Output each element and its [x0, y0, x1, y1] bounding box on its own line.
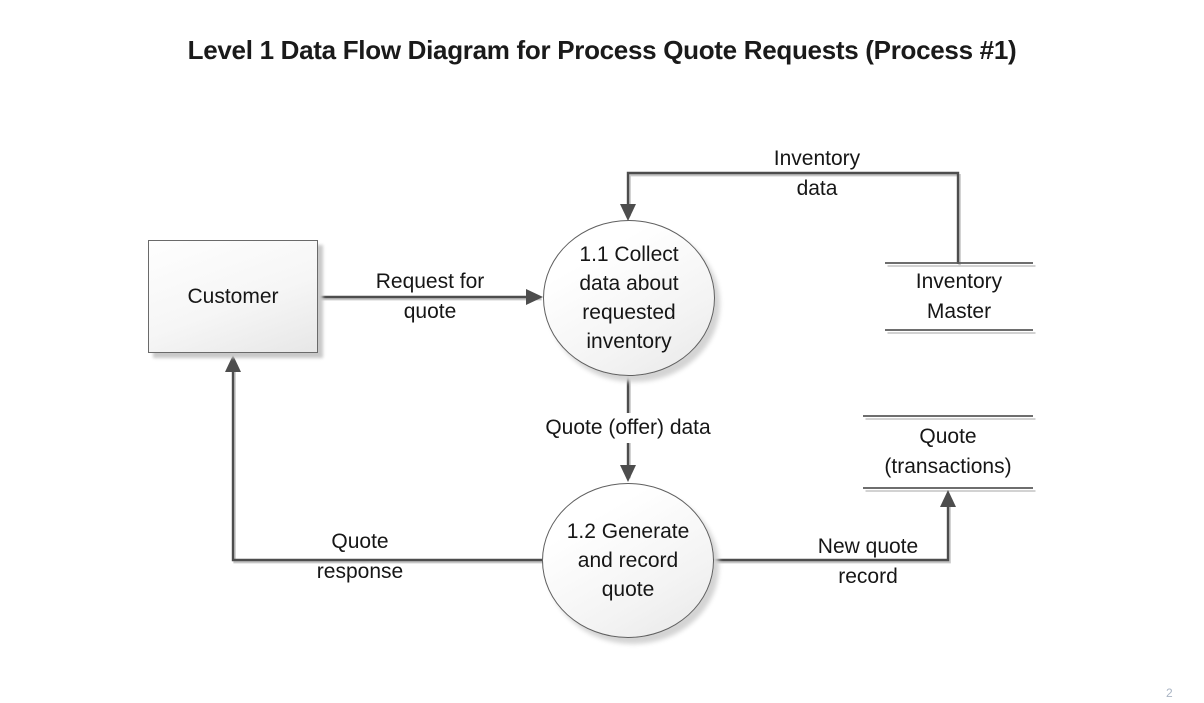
- flow-label-line: Quote: [331, 530, 389, 553]
- flow-label-inventory-data: Inventory data: [737, 144, 897, 204]
- flow-label-line: record: [838, 565, 898, 588]
- arrowhead-down-icon: [620, 465, 636, 482]
- flow-label-line: response: [316, 560, 404, 583]
- arrowhead-up-icon: [940, 490, 956, 507]
- flow-label-quote-offer-data: Quote (offer) data: [528, 413, 728, 443]
- datastore-label-line: Quote: [919, 425, 977, 448]
- flow-newquote-line-shadow: [713, 498, 951, 564]
- arrowhead-up-icon: [225, 355, 241, 372]
- flow-label-line: Request for: [375, 270, 485, 293]
- datastore-label-line: Inventory: [915, 270, 1003, 293]
- entity-customer: Customer: [148, 240, 318, 353]
- process-1-1-collect-data: 1.1 Collect data about requested invento…: [543, 220, 715, 376]
- flow-label-line: Quote (offer) data: [545, 416, 711, 439]
- process-label-line: 1.1 Collect: [579, 243, 679, 266]
- flow-label-request-for-quote: Request for quote: [345, 267, 515, 327]
- flow-label-line: New quote: [817, 535, 919, 558]
- arrowhead-down-icon: [620, 204, 636, 221]
- flow-response-line-shadow: [233, 362, 544, 564]
- diagram-title: Level 1 Data Flow Diagram for Process Qu…: [187, 35, 1017, 65]
- process-label-line: data about: [579, 272, 679, 295]
- flow-inventory-line-shadow: [628, 174, 961, 267]
- flow-newquote-line: [712, 496, 950, 562]
- datastore-quote-transactions: Quote (transactions): [863, 422, 1033, 482]
- process-label-line: 1.2 Generate: [566, 520, 690, 543]
- datastore-inventory-master: Inventory Master: [885, 267, 1033, 327]
- process-label-line: inventory: [586, 330, 672, 353]
- process-label-line: and record: [577, 549, 679, 572]
- datastore-label-line: (transactions): [884, 455, 1012, 478]
- process-1-2-generate-quote: 1.2 Generate and record quote: [542, 483, 714, 638]
- flow-inventory-line: [626, 171, 960, 264]
- process-label-line: requested: [582, 301, 676, 324]
- arrowhead-right-icon: [526, 289, 543, 305]
- flow-label-line: data: [796, 177, 838, 200]
- flow-label-quote-response: Quote response: [280, 527, 440, 587]
- process-label-line: quote: [601, 578, 655, 601]
- datastore-label-line: Master: [926, 300, 992, 323]
- page-number: 2: [1166, 686, 1173, 700]
- flow-response-line: [231, 360, 542, 562]
- flow-label-line: quote: [403, 300, 457, 323]
- flow-label-new-quote-record: New quote record: [788, 532, 948, 592]
- flow-label-line: Inventory: [773, 147, 861, 170]
- entity-customer-label: Customer: [187, 284, 279, 308]
